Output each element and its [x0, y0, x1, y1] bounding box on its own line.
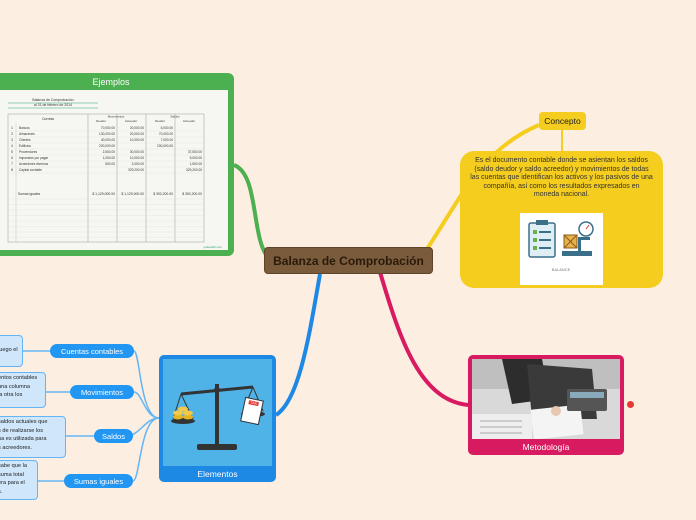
sheet-row-account: Impuestos por pagar: [19, 156, 49, 160]
sheet-row-account: Proveedores: [19, 150, 37, 154]
sheet-total-2: $ 1,129,000.00: [121, 192, 144, 196]
sheet-row-value: 329,200.00: [186, 168, 202, 172]
concepto-label-node[interactable]: Concepto: [539, 112, 586, 130]
sheet-row-value: 500.00: [105, 162, 115, 166]
accounting-photo: [472, 359, 620, 439]
sheet-row-number: 5: [11, 150, 13, 154]
sheet-heading-2: al 31 de febrero de 2014: [34, 103, 72, 107]
metodologia-node[interactable]: Metodología: [468, 355, 624, 455]
sheet-row-value: 40,000.00: [101, 138, 115, 142]
cuentas-contables-line-2: luego el: [0, 346, 18, 353]
sheet-row-value: 20,000.00: [130, 126, 144, 130]
saldos-line-1: saldos actuales que: [0, 419, 48, 425]
balance-caption: BALANCE: [552, 267, 571, 272]
sumas-iguales-node[interactable]: Sumas iguales: [64, 474, 133, 488]
sheet-row-number: 7: [11, 162, 13, 166]
balance-illustration: BALANCE: [520, 213, 603, 285]
sumas-iguales-detail[interactable]: sabe que la suma total era para el s.: [0, 460, 38, 500]
balance-sheet-image: Balanza de Comprobación al 31 de febrero…: [0, 90, 228, 250]
link-elementos: [274, 273, 322, 417]
sheet-row-value: 37,500.00: [188, 150, 202, 154]
central-topic[interactable]: Balanza de Comprobación: [264, 247, 433, 274]
sheet-row-value: 70,000.00: [101, 126, 115, 130]
metodologia-label: Metodología: [522, 442, 570, 452]
sheet-total-4: $ 392,200.00: [182, 192, 202, 196]
sheet-row-number: 8: [11, 168, 13, 172]
sheet-row-value: 5,000.00: [161, 126, 174, 130]
sheet-row-value: 200,000.00: [157, 144, 173, 148]
sheet-col-movimientos: Movimientos: [108, 115, 125, 119]
sheet-row-account: Edificios: [19, 144, 31, 148]
sheet-row-value: 2,000.00: [132, 162, 145, 166]
sheet-row-value: 20,000.00: [130, 132, 144, 136]
movimientos-line-2: una columna: [0, 383, 31, 390]
scale-illustration: TAX: [163, 359, 272, 466]
sheet-row-number: 1: [11, 126, 13, 130]
saldos-node[interactable]: Saldos: [94, 429, 133, 443]
sheet-row-value: 200,000.00: [99, 144, 115, 148]
sheet-total-3: $ 392,200.00: [153, 192, 173, 196]
sheet-col-deudor-1: Deudor: [96, 119, 106, 123]
sumas-iguales-line-2: suma total: [0, 471, 24, 478]
ejemplos-title: Ejemplos: [92, 76, 130, 87]
tax-document-text: TAX: [250, 401, 258, 406]
movimientos-detail[interactable]: entos contables una columna la otra los: [0, 372, 46, 408]
movimientos-node[interactable]: Movimientos: [70, 385, 134, 399]
sheet-heading-1: Balanza de Comprobación: [32, 98, 73, 102]
sheet-row-value: 9,000.00: [190, 156, 203, 160]
elementos-node[interactable]: TAX Elementos: [159, 355, 276, 482]
movimientos-line-3: la otra los: [0, 392, 23, 399]
concepto-text: Es el documento contable donde se asient…: [470, 157, 653, 198]
sheet-row-number: 3: [11, 138, 13, 142]
sheet-row-value: 1,500.00: [190, 162, 203, 166]
notes-dot-icon[interactable]: [627, 401, 634, 408]
sheet-row-value: 10,000.00: [130, 138, 144, 142]
sheet-row-value: 70,000.00: [159, 132, 173, 136]
saldos-line-3: na es utilizada para: [0, 436, 47, 443]
sheet-row-account: Clientes: [19, 138, 31, 142]
sheet-row-account: Almacenes: [19, 132, 35, 136]
link-metodologia: [378, 271, 469, 407]
sheet-total-label: Sumas iguales: [18, 192, 41, 196]
sumas-iguales-line-3: era para el: [0, 480, 25, 487]
sheet-footer: jodianalfi.com: [203, 245, 223, 249]
sheet-row-value: 2,500.00: [103, 150, 116, 154]
sheet-row-value: 10,000.00: [130, 156, 144, 160]
sheet-row-account: Bancos: [19, 126, 30, 130]
sheet-row-value: 329,200.00: [128, 168, 144, 172]
saldos-detail[interactable]: saldos actuales que s de realizarse los …: [0, 416, 66, 458]
sumas-iguales-line-1: sabe que la: [0, 463, 27, 469]
sheet-row-number: 4: [11, 144, 13, 148]
sheet-col-acreedor-1: Acreedor: [125, 119, 137, 123]
sheet-col-deudor-2: Deudor: [155, 119, 165, 123]
saldos-line-4: s acreedores.: [0, 444, 32, 451]
cuentas-contables-node[interactable]: Cuentas contables: [50, 344, 134, 358]
sheet-row-value: 30,000.00: [130, 150, 144, 154]
elementos-label: Elementos: [197, 469, 238, 479]
sheet-row-value: 130,000.00: [99, 132, 115, 136]
sheet-col-acreedor-2: Acreedor: [183, 119, 195, 123]
cuentas-contables-line-1: [0, 337, 19, 346]
cuentas-contables-detail[interactable]: luego el: [0, 335, 23, 367]
concepto-node[interactable]: Es el documento contable donde se asient…: [460, 151, 663, 288]
sumas-iguales-line-4: s.: [0, 488, 3, 495]
sheet-row-account: Acreedores diversos: [19, 162, 48, 166]
movimientos-line-1: entos contables: [0, 375, 38, 381]
sheet-row-account: Capital contable: [19, 168, 42, 172]
ejemplos-node[interactable]: Ejemplos Balanza de Comprobación al 31 d…: [0, 73, 234, 256]
sheet-row-number: 6: [11, 156, 13, 160]
link-ejemplos: [233, 163, 272, 262]
sheet-col-cuentas: Cuentas: [42, 117, 54, 121]
saldos-line-2: s de realizarse los: [0, 427, 44, 434]
sheet-total-1: $ 1,129,000.00: [92, 192, 115, 196]
sheet-row-number: 2: [11, 132, 13, 136]
sheet-row-value: 1,000.00: [103, 156, 116, 160]
sheet-row-value: 7,000.00: [161, 138, 174, 142]
